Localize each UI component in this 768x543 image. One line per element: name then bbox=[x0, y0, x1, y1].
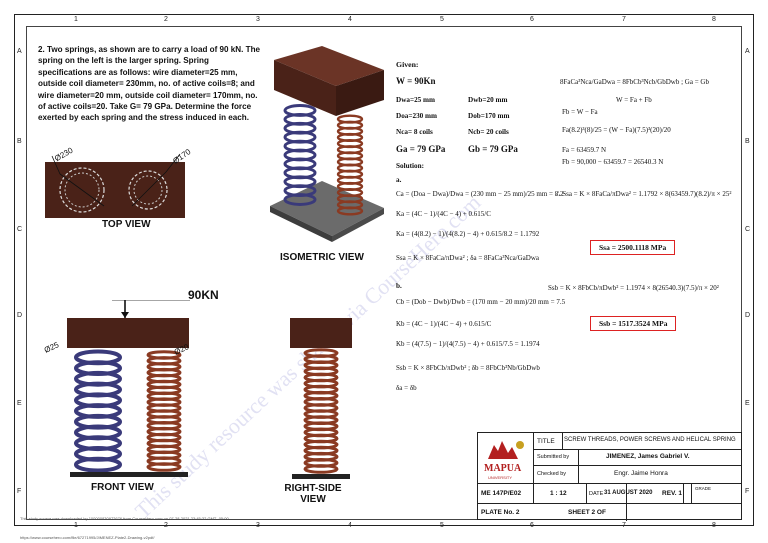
column-marker: 8 bbox=[712, 16, 716, 23]
row-marker: F bbox=[745, 488, 750, 495]
row-marker: D bbox=[17, 312, 23, 319]
submitted-label: Submitted by bbox=[537, 454, 570, 460]
eq-ka-value: Ka = (4(8.2) − 1)/(4(8.2) − 4) + 0.615/8… bbox=[396, 230, 540, 238]
row-marker: C bbox=[745, 226, 751, 233]
grade-label: GRADE bbox=[695, 486, 712, 491]
part-a-label: a. bbox=[396, 176, 402, 184]
front-view-label: FRONT VIEW bbox=[91, 482, 154, 493]
top-view-label: TOP VIEW bbox=[102, 219, 151, 230]
row-marker: C bbox=[17, 226, 23, 233]
front-view-drawing bbox=[67, 300, 190, 477]
eq-ka-formula: Ka = (4C − 1)/(4C − 4) + 0.615/C bbox=[396, 210, 491, 218]
title-label: TITLE bbox=[537, 438, 555, 445]
revision: REV. 1 bbox=[662, 490, 682, 497]
eq-fa-value: Fa = 63459.7 N bbox=[562, 146, 607, 154]
part-b-label: b. bbox=[396, 282, 402, 290]
column-marker: 4 bbox=[348, 522, 352, 529]
isometric-view-label: ISOMETRIC VIEW bbox=[280, 252, 364, 263]
eq-ssa-calc: ∴ Ssa = K × 8FaCa/πDwa² = 1.1792 × 8(634… bbox=[556, 190, 732, 198]
row-marker: D bbox=[745, 312, 751, 319]
plate-number: PLATE No. 2 bbox=[481, 509, 520, 516]
eq-kb-value: Kb = (4(7.5) − 1)/(4(7.5) − 4) + 0.615/7… bbox=[396, 340, 540, 348]
column-marker: 7 bbox=[622, 522, 626, 529]
footer-download-note: This study source was downloaded by 1000… bbox=[20, 516, 229, 521]
problem-statement: 2. Two springs, as shown are to carry a … bbox=[38, 45, 261, 123]
isometric-view-drawing bbox=[270, 46, 384, 242]
column-marker: 4 bbox=[348, 16, 352, 23]
eq-fb-value: Fb = 90,000 − 63459.7 = 26540.3 N bbox=[562, 158, 664, 166]
eq-ssb-calc: Ssb = K × 8FbCb/πDwb² = 1.1974 × 8(26540… bbox=[548, 284, 719, 292]
given-nca: Nca= 8 coils bbox=[396, 128, 433, 136]
top-view-drawing bbox=[45, 153, 185, 218]
column-marker: 1 bbox=[74, 522, 78, 529]
school-subtitle: UNIVERSITY bbox=[488, 475, 513, 480]
load-label: 90KN bbox=[188, 288, 219, 302]
column-marker: 3 bbox=[256, 16, 260, 23]
row-marker: B bbox=[17, 138, 22, 145]
submitted-name: JIMENEZ, James Gabriel V. bbox=[606, 453, 690, 460]
school-name: MAPUA bbox=[484, 463, 522, 474]
drawing-title: SCREW THREADS, POWER SCREWS AND HELICAL … bbox=[564, 437, 736, 443]
eq-fa: Fa(8.2)³(8)/25 = (W − Fa)(7.5)³(20)/20 bbox=[562, 126, 671, 134]
drawing-inner-border bbox=[26, 26, 742, 520]
eq-delta: δa = δb bbox=[396, 384, 417, 392]
given-heading: Given: bbox=[396, 60, 419, 69]
given-gb: Gb = 79 GPa bbox=[468, 144, 518, 154]
given-doa: Doa=230 mm bbox=[396, 112, 438, 120]
row-marker: A bbox=[745, 48, 750, 55]
column-marker: 5 bbox=[440, 522, 444, 529]
eq-cb: Cb = (Dob − Dwb)/Dwb = (170 mm − 20 mm)/… bbox=[396, 298, 566, 306]
eq-w-sum: W = Fa + Fb bbox=[616, 96, 652, 104]
eq-ssa: Ssa = K × 8FaCa/πDwa² ; δa = 8FaCa³Nca/G… bbox=[396, 254, 540, 262]
column-marker: 5 bbox=[440, 16, 444, 23]
given-dwa: Dwa=25 mm bbox=[396, 96, 436, 104]
drawing-border bbox=[14, 14, 754, 526]
column-marker: 2 bbox=[164, 16, 168, 23]
column-marker: 2 bbox=[164, 522, 168, 529]
row-marker: E bbox=[745, 400, 750, 407]
eq-fb: Fb = W − Fa bbox=[562, 108, 598, 116]
course-code: ME 147P/E02 bbox=[481, 490, 522, 497]
checked-name: Engr. Jaime Honra bbox=[614, 470, 668, 477]
title-block: MAPUA UNIVERSITY TITLE SCREW THREADS, PO… bbox=[477, 432, 742, 521]
checked-label: Checked by bbox=[537, 471, 567, 477]
right-side-view-drawing bbox=[290, 318, 352, 479]
given-dob: Dob=170 mm bbox=[468, 112, 510, 120]
result-ssb: Ssb = 1517.3524 MPa bbox=[590, 316, 677, 331]
scale: 1 : 12 bbox=[550, 490, 567, 497]
column-marker: 6 bbox=[530, 16, 534, 23]
column-marker: 3 bbox=[256, 522, 260, 529]
result-ssa: Ssa = 2500.1118 MPa bbox=[590, 240, 676, 255]
eq-ssb: Ssb = K × 8FbCb/πDwb² ; δb = 8FbCb³Nb/Gb… bbox=[396, 364, 540, 372]
date-value: 31 AUGUST 2020 bbox=[604, 490, 653, 496]
eq-kb-formula: Kb = (4C − 1)/(4C − 4) + 0.615/C bbox=[396, 320, 492, 328]
given-ncb: Ncb= 20 coils bbox=[468, 128, 509, 136]
row-marker: B bbox=[745, 138, 750, 145]
column-marker: 1 bbox=[74, 16, 78, 23]
given-ga: Ga = 79 GPa bbox=[396, 144, 446, 154]
column-marker: 8 bbox=[712, 522, 716, 529]
row-marker: F bbox=[17, 488, 22, 495]
date-label: DATE bbox=[589, 491, 604, 497]
column-marker: 7 bbox=[622, 16, 626, 23]
sheet-number: SHEET 2 OF bbox=[568, 509, 606, 516]
eq-compat: 8FaCa³Nca/GaDwa = 8FbCb³Ncb/GbDwb ; Ga =… bbox=[560, 78, 709, 86]
row-marker: E bbox=[17, 400, 22, 407]
footer-url[interactable]: https://www.coursehero.com/file/67271995… bbox=[20, 535, 155, 540]
column-marker: 6 bbox=[530, 522, 534, 529]
row-marker: A bbox=[17, 48, 22, 55]
given-load: W = 90Kn bbox=[396, 76, 436, 86]
given-dwb: Dwb=20 mm bbox=[468, 96, 508, 104]
right-side-view-label: RIGHT-SIDE VIEW bbox=[284, 483, 342, 505]
solution-heading: Solution: bbox=[396, 162, 424, 170]
mapua-logo-icon bbox=[486, 439, 526, 461]
eq-ca: Ca = (Doa − Dwa)/Dwa = (230 mm − 25 mm)/… bbox=[396, 190, 564, 198]
